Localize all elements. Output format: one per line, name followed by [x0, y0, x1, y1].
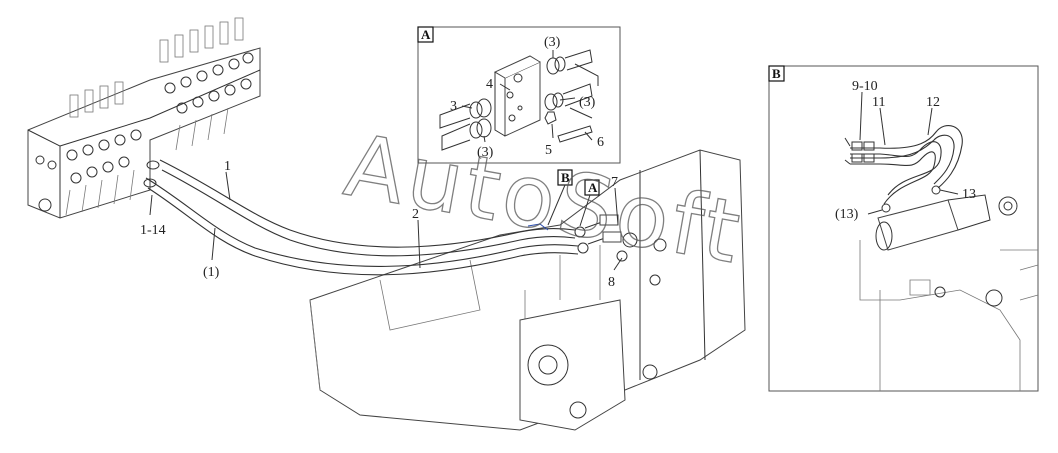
detail-a-panel: A (3) 4 3 (3) [417, 26, 621, 164]
callout-b-tag: B [561, 170, 570, 185]
detail-a-label-3-right: (3) [579, 95, 596, 110]
callout-a-tag: A [588, 180, 598, 195]
detail-a-tag: A [421, 27, 431, 42]
label-part-7: 7 [611, 175, 618, 190]
detail-b-label-12: 12 [926, 95, 940, 110]
detail-a-label-3-bottom: (3) [477, 145, 494, 160]
detail-b-panel: B 9-10 11 12 [768, 65, 1039, 392]
detail-a-label-3-left: 3 [450, 99, 457, 114]
callout-a-box [584, 179, 600, 196]
detail-b-label-11: 11 [872, 95, 885, 110]
detail-b-tag: B [772, 66, 781, 81]
label-part-2: 2 [412, 207, 419, 222]
main-callouts: 1 1-14 (1) 2 7 8 B A [140, 159, 623, 290]
main-assembly: 1 1-14 (1) 2 7 8 B A [27, 17, 746, 431]
tractor-frame [309, 149, 746, 431]
detail-b-label-13-paren: (13) [835, 207, 859, 222]
control-valve-bank [27, 17, 261, 219]
detail-a-label-5: 5 [545, 143, 552, 158]
detail-a-label-3-top: (3) [544, 35, 561, 50]
label-part-1-paren: (1) [203, 265, 220, 280]
label-part-1-14: 1-14 [140, 223, 166, 238]
detail-b-label-13: 13 [962, 187, 976, 202]
label-part-1: 1 [224, 159, 231, 174]
detail-a-label-6: 6 [597, 135, 604, 150]
detail-a-label-4: 4 [486, 77, 493, 92]
detail-b-label-9-10: 9-10 [852, 79, 878, 94]
label-part-8: 8 [608, 275, 615, 290]
